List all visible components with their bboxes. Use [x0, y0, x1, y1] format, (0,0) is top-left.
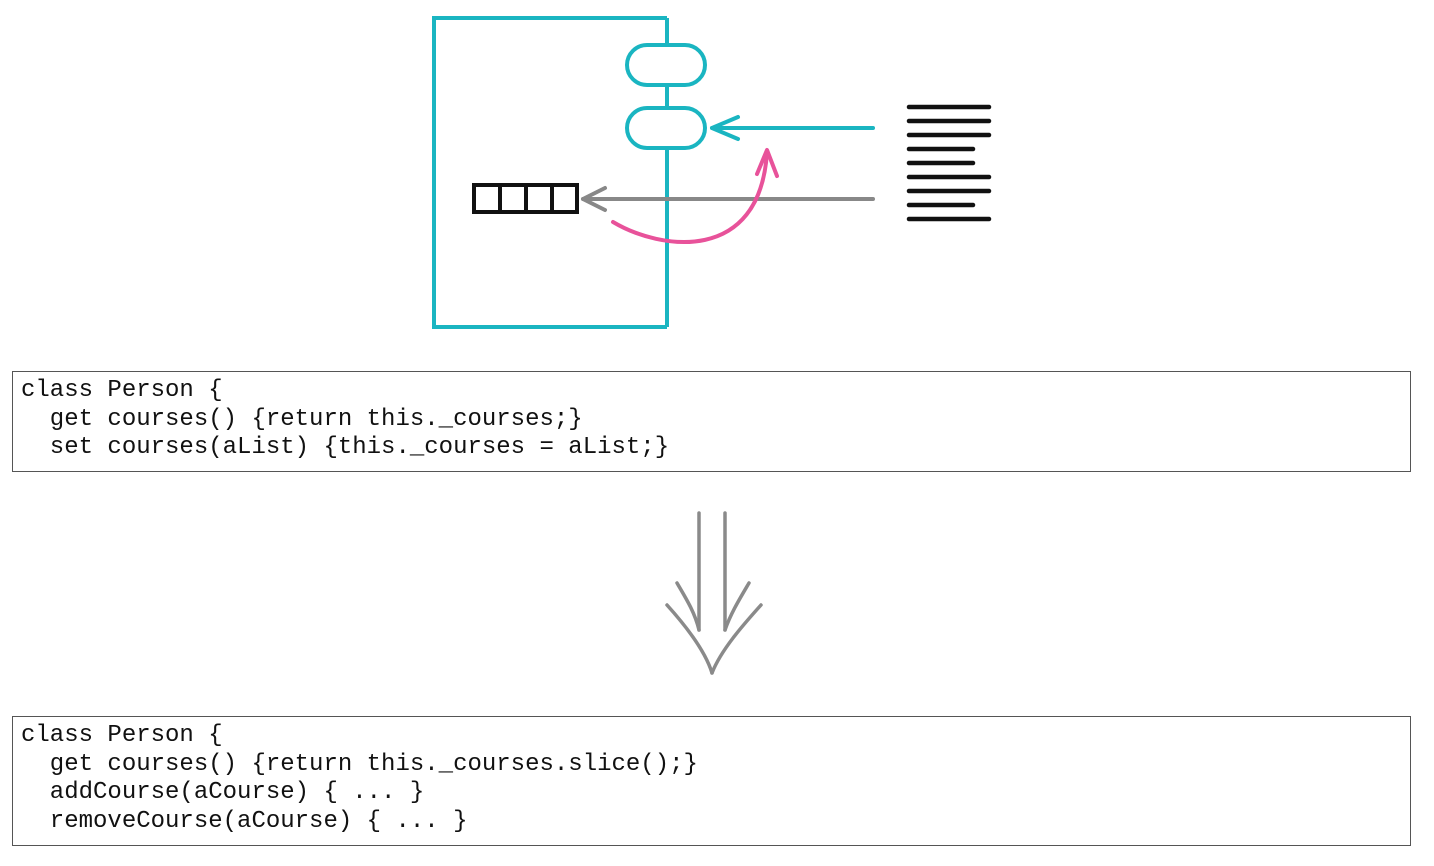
- object-boundary: [432, 16, 669, 329]
- getter-port-icon: [625, 43, 707, 87]
- client-document-icon: [906, 104, 992, 222]
- double-down-arrow-icon: [665, 511, 763, 675]
- direct-access-arrow: [581, 186, 875, 212]
- code-after: class Person { get courses() {return thi…: [12, 716, 1411, 846]
- code-line: get courses() {return this._courses.slic…: [21, 750, 698, 778]
- encapsulate-collection-illustration: [432, 16, 992, 329]
- setter-port-icon: [625, 106, 707, 150]
- code-before: class Person { get courses() {return thi…: [12, 371, 1411, 472]
- code-line: removeCourse(aCourse) { ... }: [21, 807, 468, 835]
- code-line: set courses(aList) {this._courses = aLis…: [21, 434, 670, 461]
- code-line: addCourse(aCourse) { ... }: [21, 779, 425, 806]
- code-line: class Person {: [21, 722, 223, 749]
- accessor-arrow: [710, 115, 875, 141]
- collection-icon: [472, 183, 579, 214]
- redirect-arrow: [611, 148, 779, 244]
- code-line: class Person {: [21, 377, 223, 404]
- code-line: get courses() {return this._courses;}: [21, 405, 583, 433]
